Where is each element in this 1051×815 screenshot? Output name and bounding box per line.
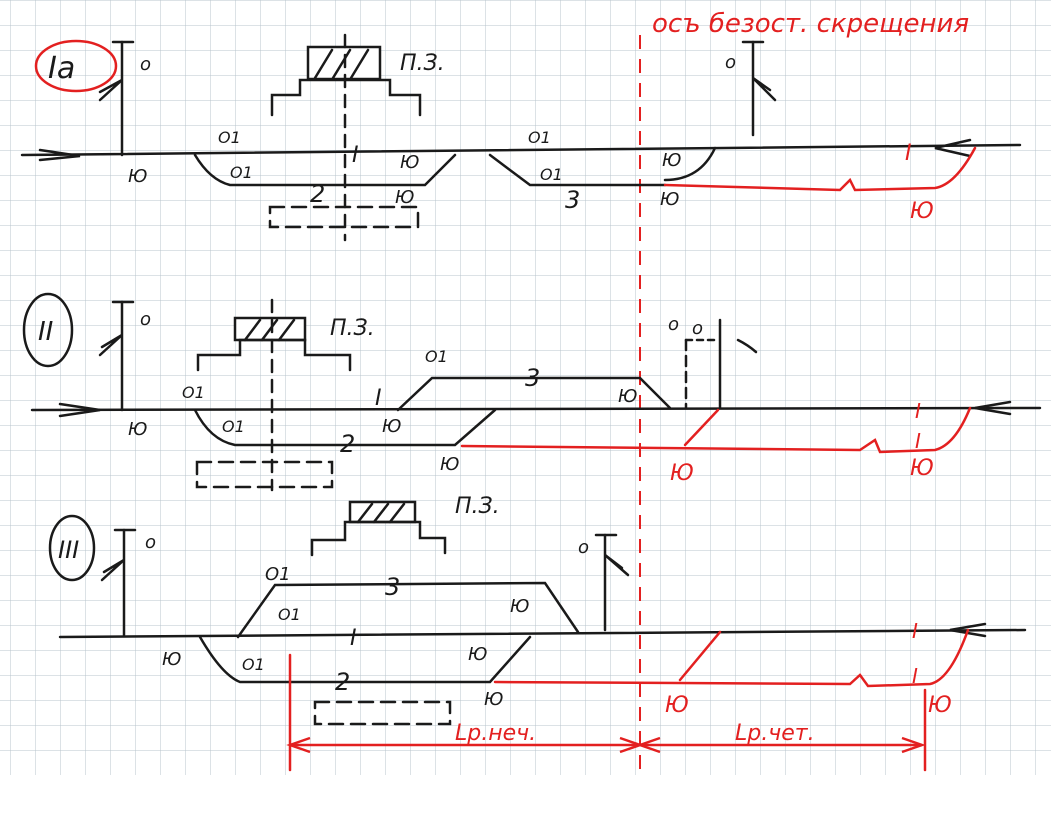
scheme-1-track-label-1: I — [352, 143, 359, 168]
scheme-3-switch-label-6: Ю — [468, 644, 487, 665]
scheme-3-track-label-1: I — [350, 626, 357, 651]
scheme-3-track-label-2: 2 — [335, 668, 350, 696]
scheme-1-switch-label-7: О1 — [540, 165, 563, 184]
scheme-1-switch-label-9: Ю — [660, 189, 679, 210]
scheme-2-signal-label-3: о — [692, 318, 703, 339]
scheme-1-platform-label: П.З. — [400, 51, 445, 76]
scheme-1-signal-label-1: о — [140, 54, 151, 75]
scheme-2-label-circle — [22, 292, 74, 368]
scheme-2-switch-label-5: О1 — [425, 347, 448, 366]
scheme-2-track-label-4: I — [915, 399, 921, 423]
scheme-2-track-label-5: I — [915, 429, 921, 453]
scheme-1-label: Iа — [48, 51, 75, 86]
scheme-2-switch-label-7: Ю — [440, 454, 459, 475]
dimension-even: Lр.чет. — [735, 721, 815, 746]
scheme-3-label: III — [58, 536, 79, 564]
scheme-3-platform-label: П.З. — [455, 494, 500, 519]
scheme-2-switch-label-2: Ю — [128, 419, 147, 440]
scheme-3-switch-label-1: О1 — [265, 564, 291, 585]
dimension-odd: Lр.неч. — [455, 721, 536, 746]
scheme-3-switch-label-4: О1 — [242, 655, 265, 674]
blank-margin — [0, 775, 1051, 815]
scheme-1-switch-label-8: Ю — [662, 150, 681, 171]
scheme-1 — [20, 33, 1022, 242]
scheme-2-switch-label-3: О1 — [222, 417, 245, 436]
scheme-3-switch-label-7: Ю — [484, 689, 503, 710]
scheme-2-track-label-1: I — [375, 386, 382, 411]
scheme-1-track-label-2: 2 — [310, 180, 325, 208]
scheme-3-track-label-4: I — [912, 619, 918, 643]
scheme-3-switch-label-9: Ю — [928, 693, 952, 718]
scheme-1-switch-label-5: Ю — [395, 187, 414, 208]
scheme-3-switch-label-2: О1 — [278, 605, 301, 624]
scheme-2-switch-label-1: О1 — [182, 383, 205, 402]
scheme-1-track-label-3: 3 — [565, 186, 580, 214]
scheme-3-switch-label-8: Ю — [665, 693, 689, 718]
scheme-1-switch-label-6: О1 — [528, 128, 551, 147]
scheme-1-label-circle — [34, 39, 118, 93]
scheme-3-signal-label-2: о — [578, 537, 589, 558]
scheme-2 — [22, 292, 1042, 492]
scheme-1-track-label-4: I — [905, 141, 912, 166]
dimension-lines — [286, 736, 926, 754]
scheme-3-switch-label-3: Ю — [162, 649, 181, 670]
scheme-1-switch-label-4: Ю — [400, 152, 419, 173]
scheme-3-switch-label-5: Ю — [510, 596, 529, 617]
scheme-2-signal-label-1: о — [140, 309, 151, 330]
scheme-2-platform-label: П.З. — [330, 316, 375, 341]
scheme-1-switch-label-1: Ю — [128, 166, 147, 187]
grid-paper — [0, 0, 1051, 775]
scheme-1-signal-label-2: о — [725, 52, 736, 73]
scheme-2-switch-label-8: Ю — [670, 461, 694, 486]
scheme-3 — [48, 500, 1027, 772]
scheme-2-track-label-3: 3 — [525, 364, 540, 392]
scheme-2-switch-label-4: Ю — [382, 416, 401, 437]
scheme-3-label-circle — [48, 514, 96, 582]
crossing-axis-title: осъ безост. скрещения — [652, 9, 969, 39]
scheme-2-switch-label-6: Ю — [618, 386, 637, 407]
scheme-3-signal-label-1: о — [145, 532, 156, 553]
scheme-1-switch-label-2: О1 — [218, 128, 241, 147]
scheme-2-track-label-2: 2 — [340, 430, 355, 458]
scheme-2-signal-label-2: о — [668, 314, 679, 335]
scheme-1-switch-label-3: О1 — [230, 163, 253, 182]
scheme-3-track-label-5: I — [912, 664, 918, 688]
scheme-3-track-label-3: 3 — [385, 573, 400, 601]
scheme-2-switch-label-9: Ю — [910, 456, 934, 481]
scheme-1-switch-label-10: Ю — [910, 199, 934, 224]
scheme-2-label: II — [38, 317, 53, 347]
